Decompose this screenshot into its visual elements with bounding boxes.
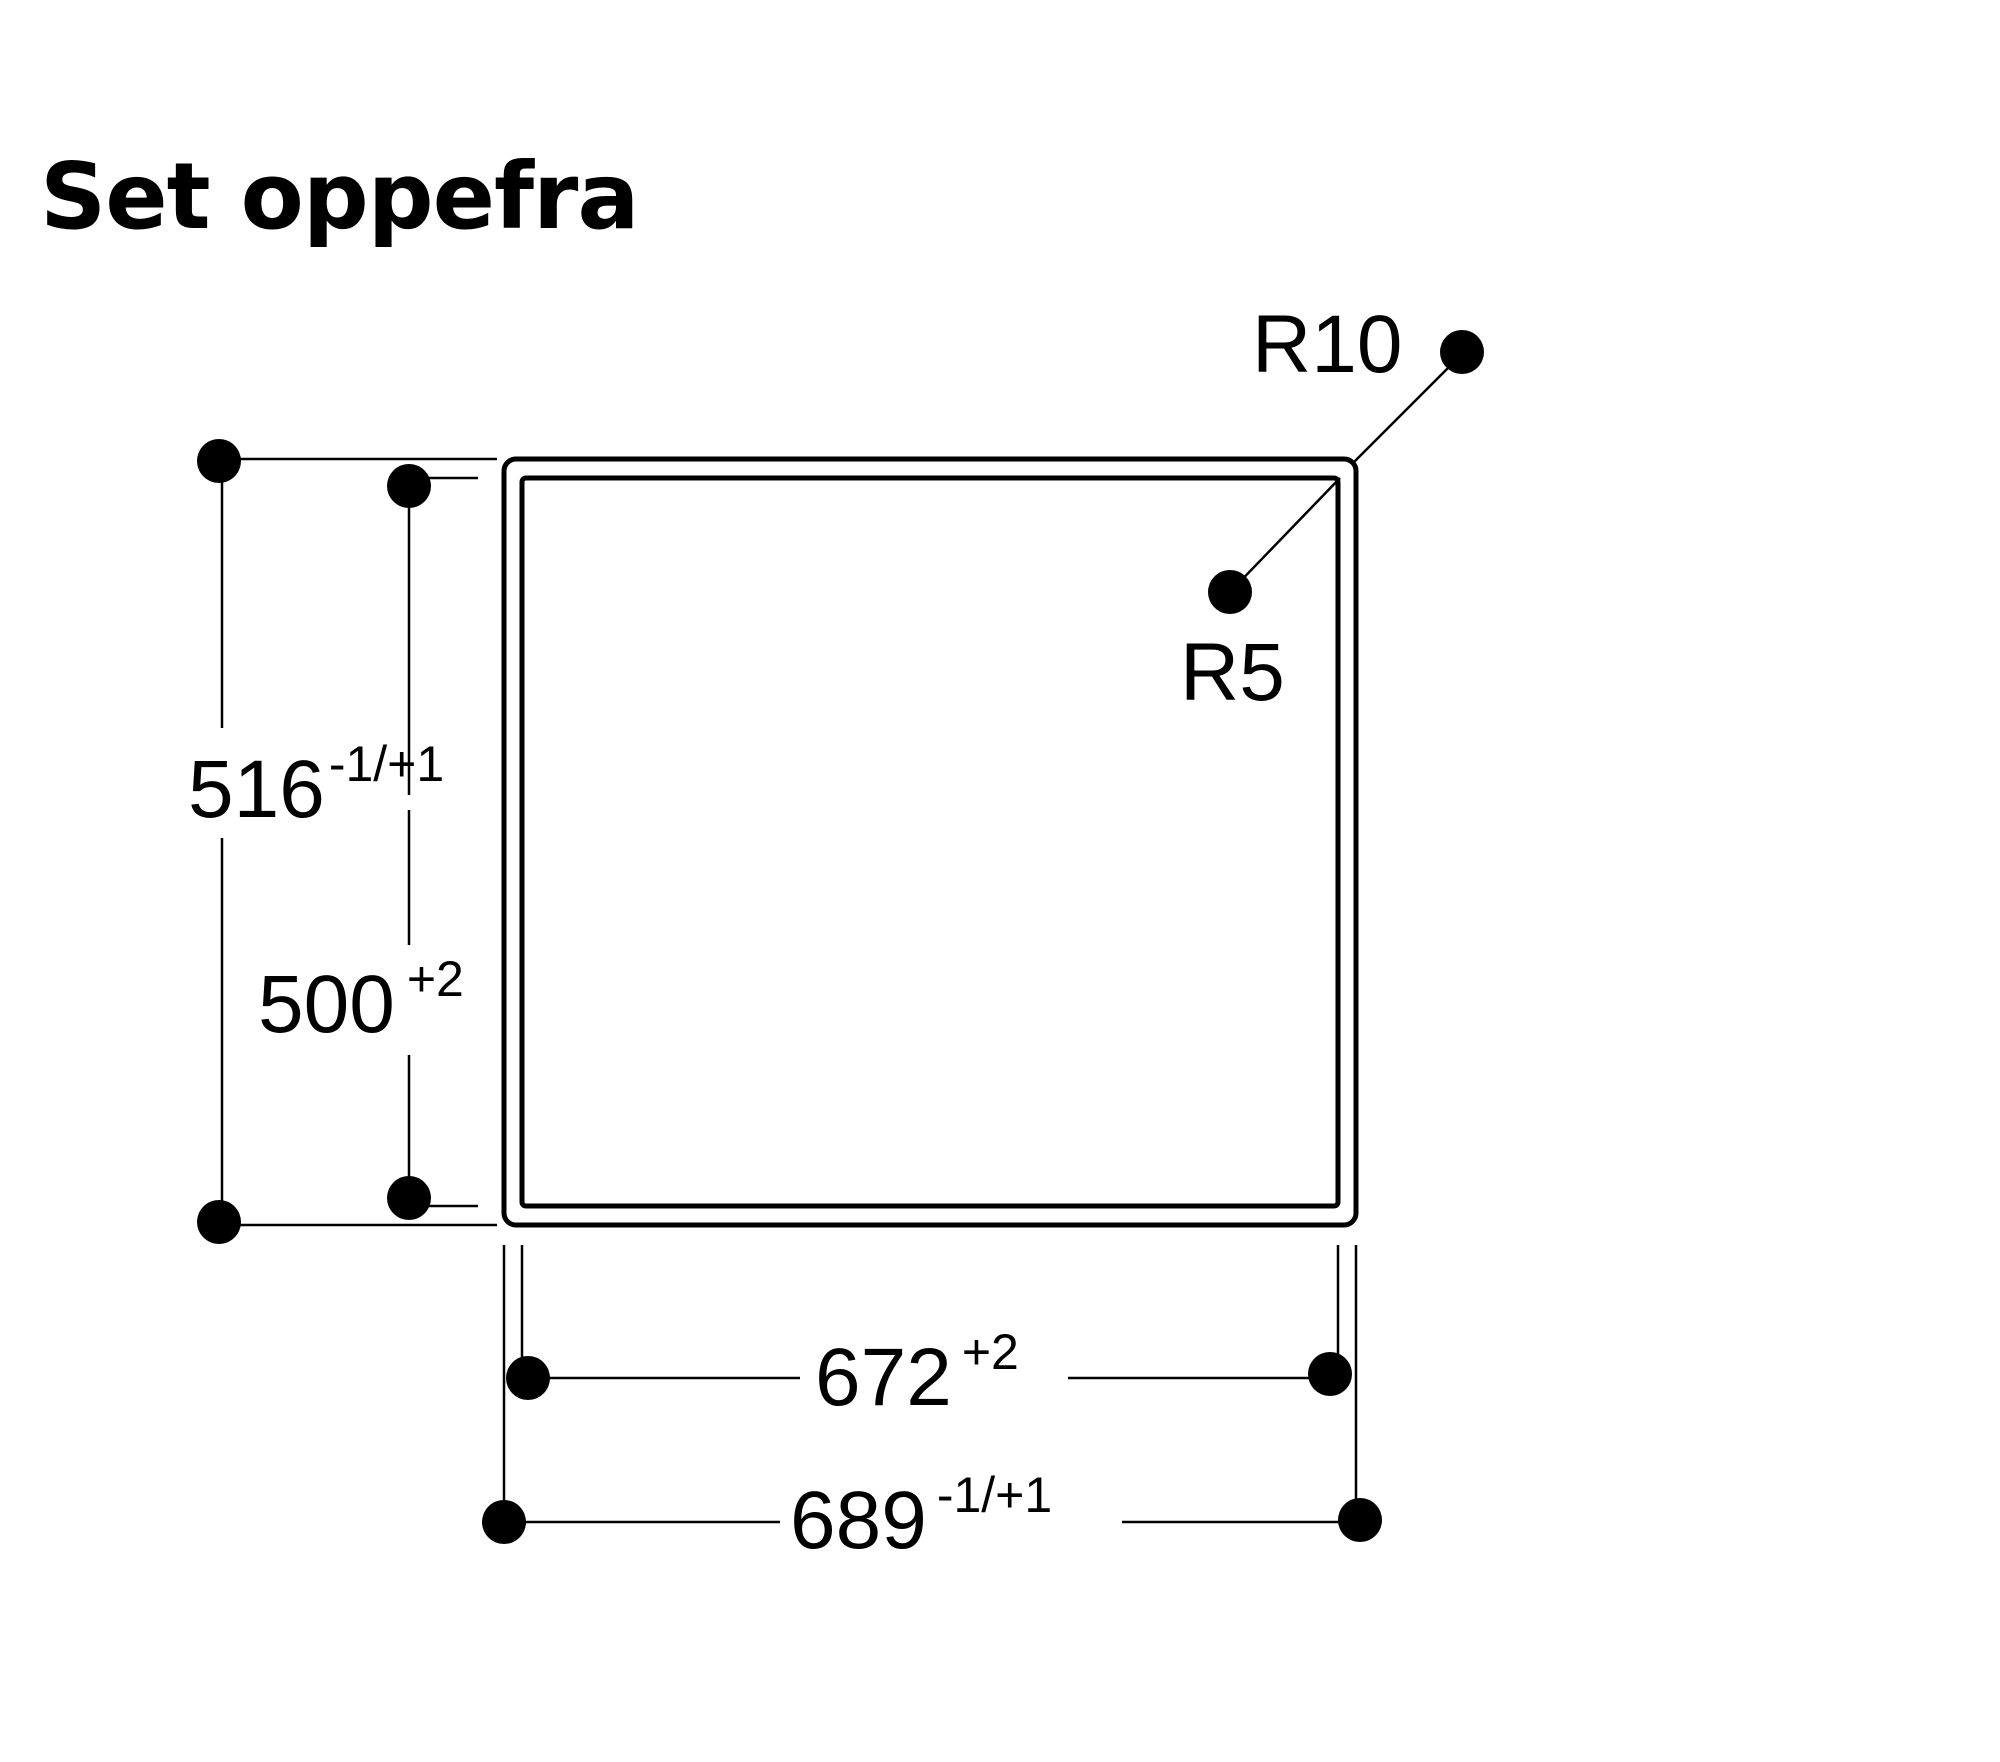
leader-dot-inner-radius [1208, 570, 1252, 614]
dimension-arrow-dot [506, 1356, 550, 1400]
leader-line-inner-radius [1229, 477, 1341, 593]
dimension-arrow-dot [197, 1200, 241, 1244]
inner-radius-label: R5 [1180, 627, 1285, 718]
outer-frame [501, 456, 1359, 1228]
dimension-arrow-dot [1338, 1498, 1382, 1542]
dimension-arrow-dot [387, 1176, 431, 1220]
dimension-arrow-dot [197, 439, 241, 483]
dimension-arrow-dot [482, 1500, 526, 1544]
inner-width-label: 672+2 [815, 1324, 1019, 1423]
inner-frame [519, 475, 1341, 1209]
outer-height-label: 516-1/+1 [188, 736, 444, 835]
dimension-arrow-dot [387, 464, 431, 508]
dimension-arrow-dot [1308, 1352, 1352, 1396]
outer-width-label: 689-1/+1 [790, 1467, 1052, 1566]
leader-line-outer-radius [1353, 353, 1463, 463]
inner-height-label: 500+2 [258, 951, 464, 1050]
leader-dot-outer-radius [1440, 330, 1484, 374]
page-title: Set oppefra [40, 143, 638, 250]
outer-radius-label: R10 [1252, 299, 1402, 390]
